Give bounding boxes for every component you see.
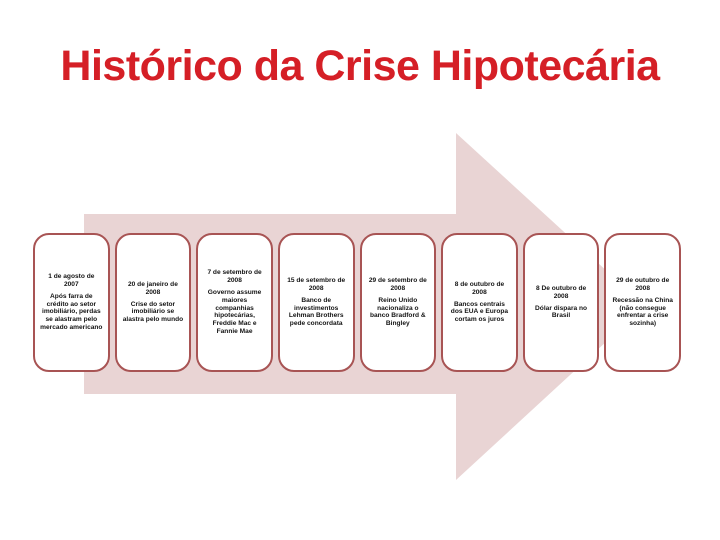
event-date: 7 de setembro de 2008 bbox=[207, 269, 262, 285]
timeline-event-card: 1 de agosto de 2007 Após farra de crédit… bbox=[33, 233, 110, 372]
event-date: 1 de agosto de 2007 bbox=[48, 273, 95, 289]
event-description: Banco de investimentos Lehman Brothers p… bbox=[288, 296, 344, 328]
timeline-event-card: 8 De outubro de 2008 Dólar dispara no Br… bbox=[522, 233, 600, 372]
timeline-event-card: 20 de janeiro de 2008 Crise do setor imo… bbox=[114, 233, 192, 372]
event-description: Governo assume maiores companhias hipote… bbox=[207, 288, 262, 335]
event-description: Recessão na China (não consegue enfrenta… bbox=[612, 296, 673, 328]
timeline-event-card: 8 de outubro de 2008 Bancos centrais dos… bbox=[441, 233, 518, 372]
timeline-event-card: 7 de setembro de 2008 Governo assume mai… bbox=[196, 233, 273, 372]
event-description: Dólar dispara no Brasil bbox=[535, 304, 588, 320]
event-description: Após farra de crédito ao setor imobiliár… bbox=[40, 292, 103, 331]
timeline-events-row: 1 de agosto de 2007 Após farra de crédit… bbox=[33, 233, 681, 372]
timeline-event-card: 29 de setembro de 2008 Reino Unido nacio… bbox=[359, 233, 437, 372]
timeline-event-card: 15 de setembro de 2008 Banco de investim… bbox=[277, 233, 355, 372]
event-description: Crise do setor imobiliário se alastra pe… bbox=[122, 300, 184, 324]
timeline-event-card: 29 de outubro de 2008 Recessão na China … bbox=[604, 233, 681, 372]
event-date: 8 de outubro de 2008 bbox=[454, 281, 505, 296]
event-date: 29 de setembro de 2008 bbox=[368, 277, 427, 292]
event-date: 20 de janeiro de 2008 bbox=[128, 281, 178, 296]
event-description: Reino Unido nacionaliza o banco Bradford… bbox=[369, 296, 426, 328]
event-date: 29 de outubro de 2008 bbox=[616, 277, 670, 292]
event-description: Bancos centrais dos EUA e Europa cortam … bbox=[450, 300, 509, 324]
slide-title: Histórico da Crise Hipotecária bbox=[60, 42, 660, 90]
event-date: 8 De outubro de 2008 bbox=[535, 284, 587, 300]
event-date: 15 de setembro de 2008 bbox=[287, 277, 346, 292]
